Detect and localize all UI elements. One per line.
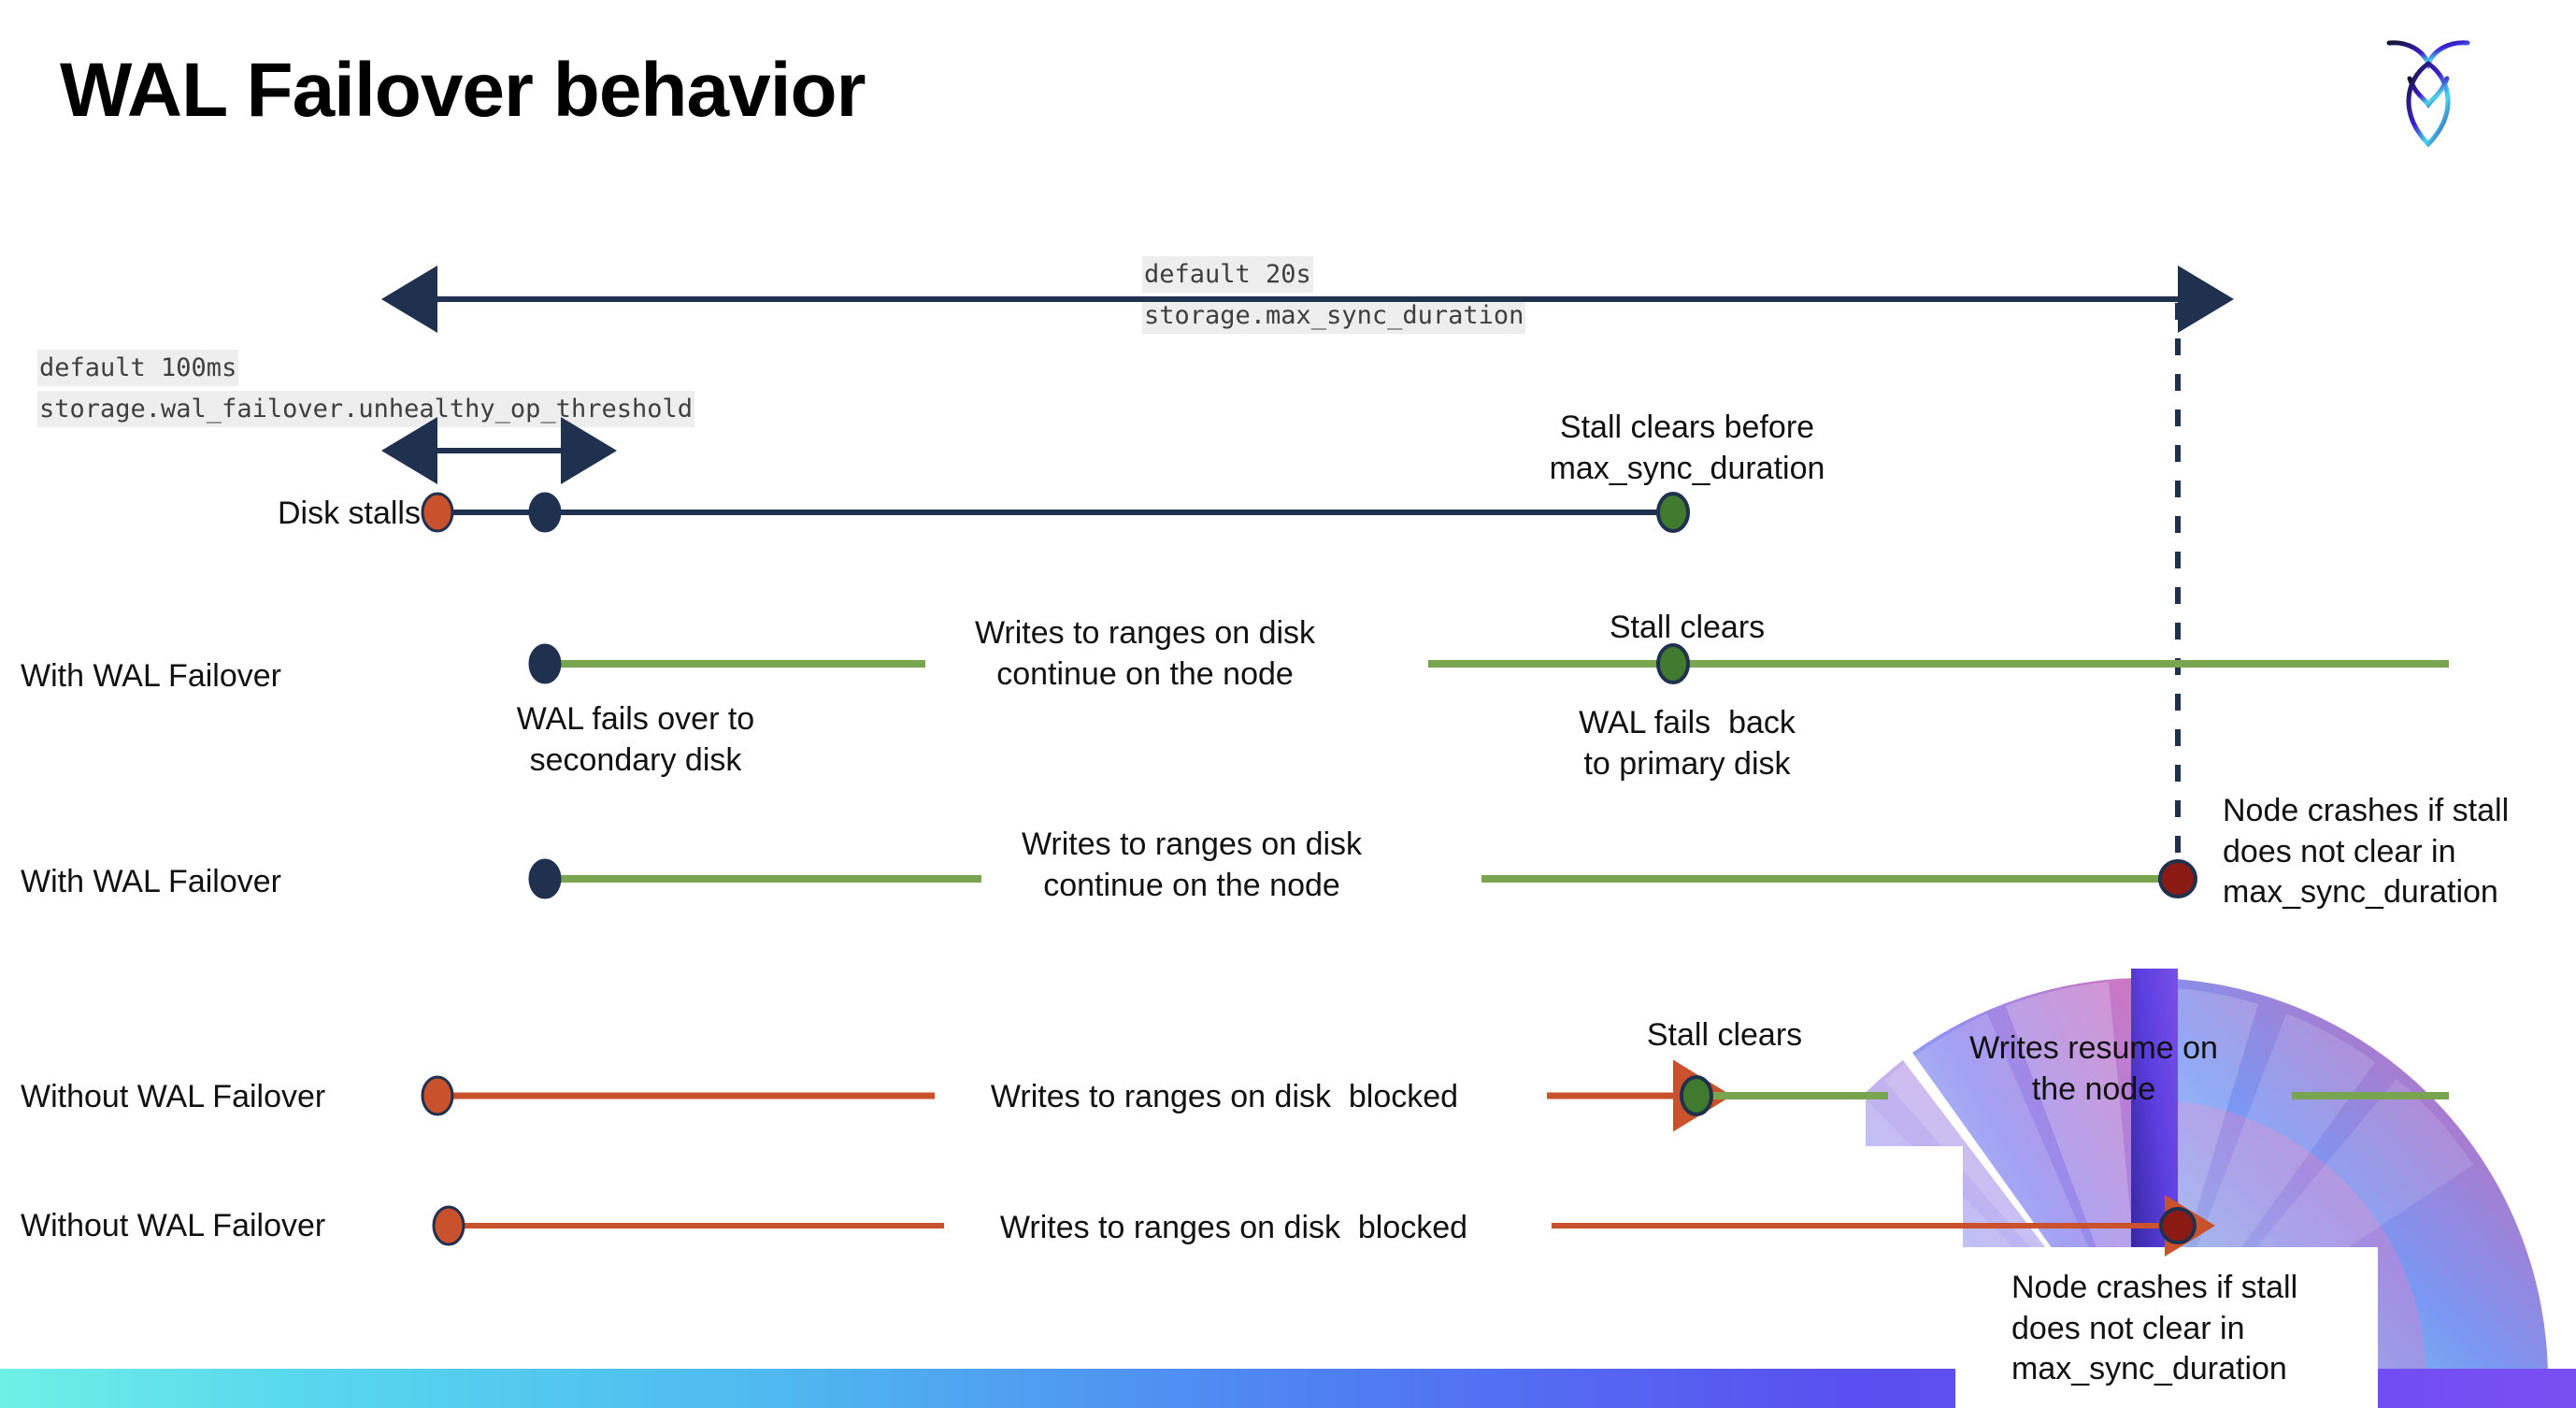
disk-stall-start-dot	[421, 492, 454, 533]
wal-failover-crash-start-dot	[528, 858, 562, 899]
no-failover-crash-dot	[2159, 1207, 2197, 1244]
caption-backdrop-bottom	[1955, 1247, 2378, 1408]
annotation-writes-blocked-2: Writes to ranges on disk blocked	[999, 1210, 1468, 1245]
wal-failover-crash-dot	[2158, 859, 2197, 898]
unhealthy-default-label: default 100ms	[37, 350, 239, 387]
disk-stall-threshold-dot	[528, 492, 562, 533]
annotation-wal-fails-over: WAL fails over to secondary disk	[516, 701, 755, 778]
wal-failover-stall-clear-dot	[1656, 643, 1690, 684]
annotation-wal-fails-back: WAL fails back to primary disk	[1579, 705, 1796, 782]
no-failover-stall-clear-dot	[1680, 1075, 1713, 1116]
annotation-node-crashes-2: Node crashes if stall does not clear in …	[2011, 1270, 2298, 1387]
page-title: WAL Failover behavior	[60, 48, 866, 133]
wal-failover-start-dot	[528, 643, 562, 684]
annotation-writes-continue-1: Writes to ranges on disk continue on the…	[974, 615, 1316, 692]
annotation-stall-clears-1: Stall clears	[1609, 610, 1766, 645]
annotation-writes-blocked-1: Writes to ranges on disk blocked	[990, 1079, 1459, 1114]
row-label-with-wal-failover-2: With WAL Failover	[21, 864, 281, 899]
no-failover-crash-start-dot	[432, 1205, 465, 1246]
cockroachdb-logo-icon	[2376, 26, 2481, 157]
disk-stall-clear-dot	[1656, 492, 1690, 533]
row-label-disk-stalls: Disk stalls	[277, 496, 421, 531]
row-label-without-wal-failover-1: Without WAL Failover	[21, 1079, 326, 1114]
annotation-writes-resume: Writes resume on the node	[1969, 1030, 2218, 1107]
no-failover-start-dot	[421, 1075, 454, 1116]
annotation-stall-clears-2: Stall clears	[1646, 1017, 1803, 1053]
row-label-with-wal-failover-1: With WAL Failover	[21, 658, 281, 694]
row-label-without-wal-failover-2: Without WAL Failover	[21, 1208, 326, 1243]
annotation-node-crashes-1: Node crashes if stall does not clear in …	[2223, 793, 2510, 911]
annotation-writes-continue-2: Writes to ranges on disk continue on the…	[1021, 826, 1363, 903]
caption-backdrop-left	[0, 1146, 1963, 1343]
annotation-stall-clears-before: Stall clears before max_sync_duration	[1549, 409, 1825, 486]
